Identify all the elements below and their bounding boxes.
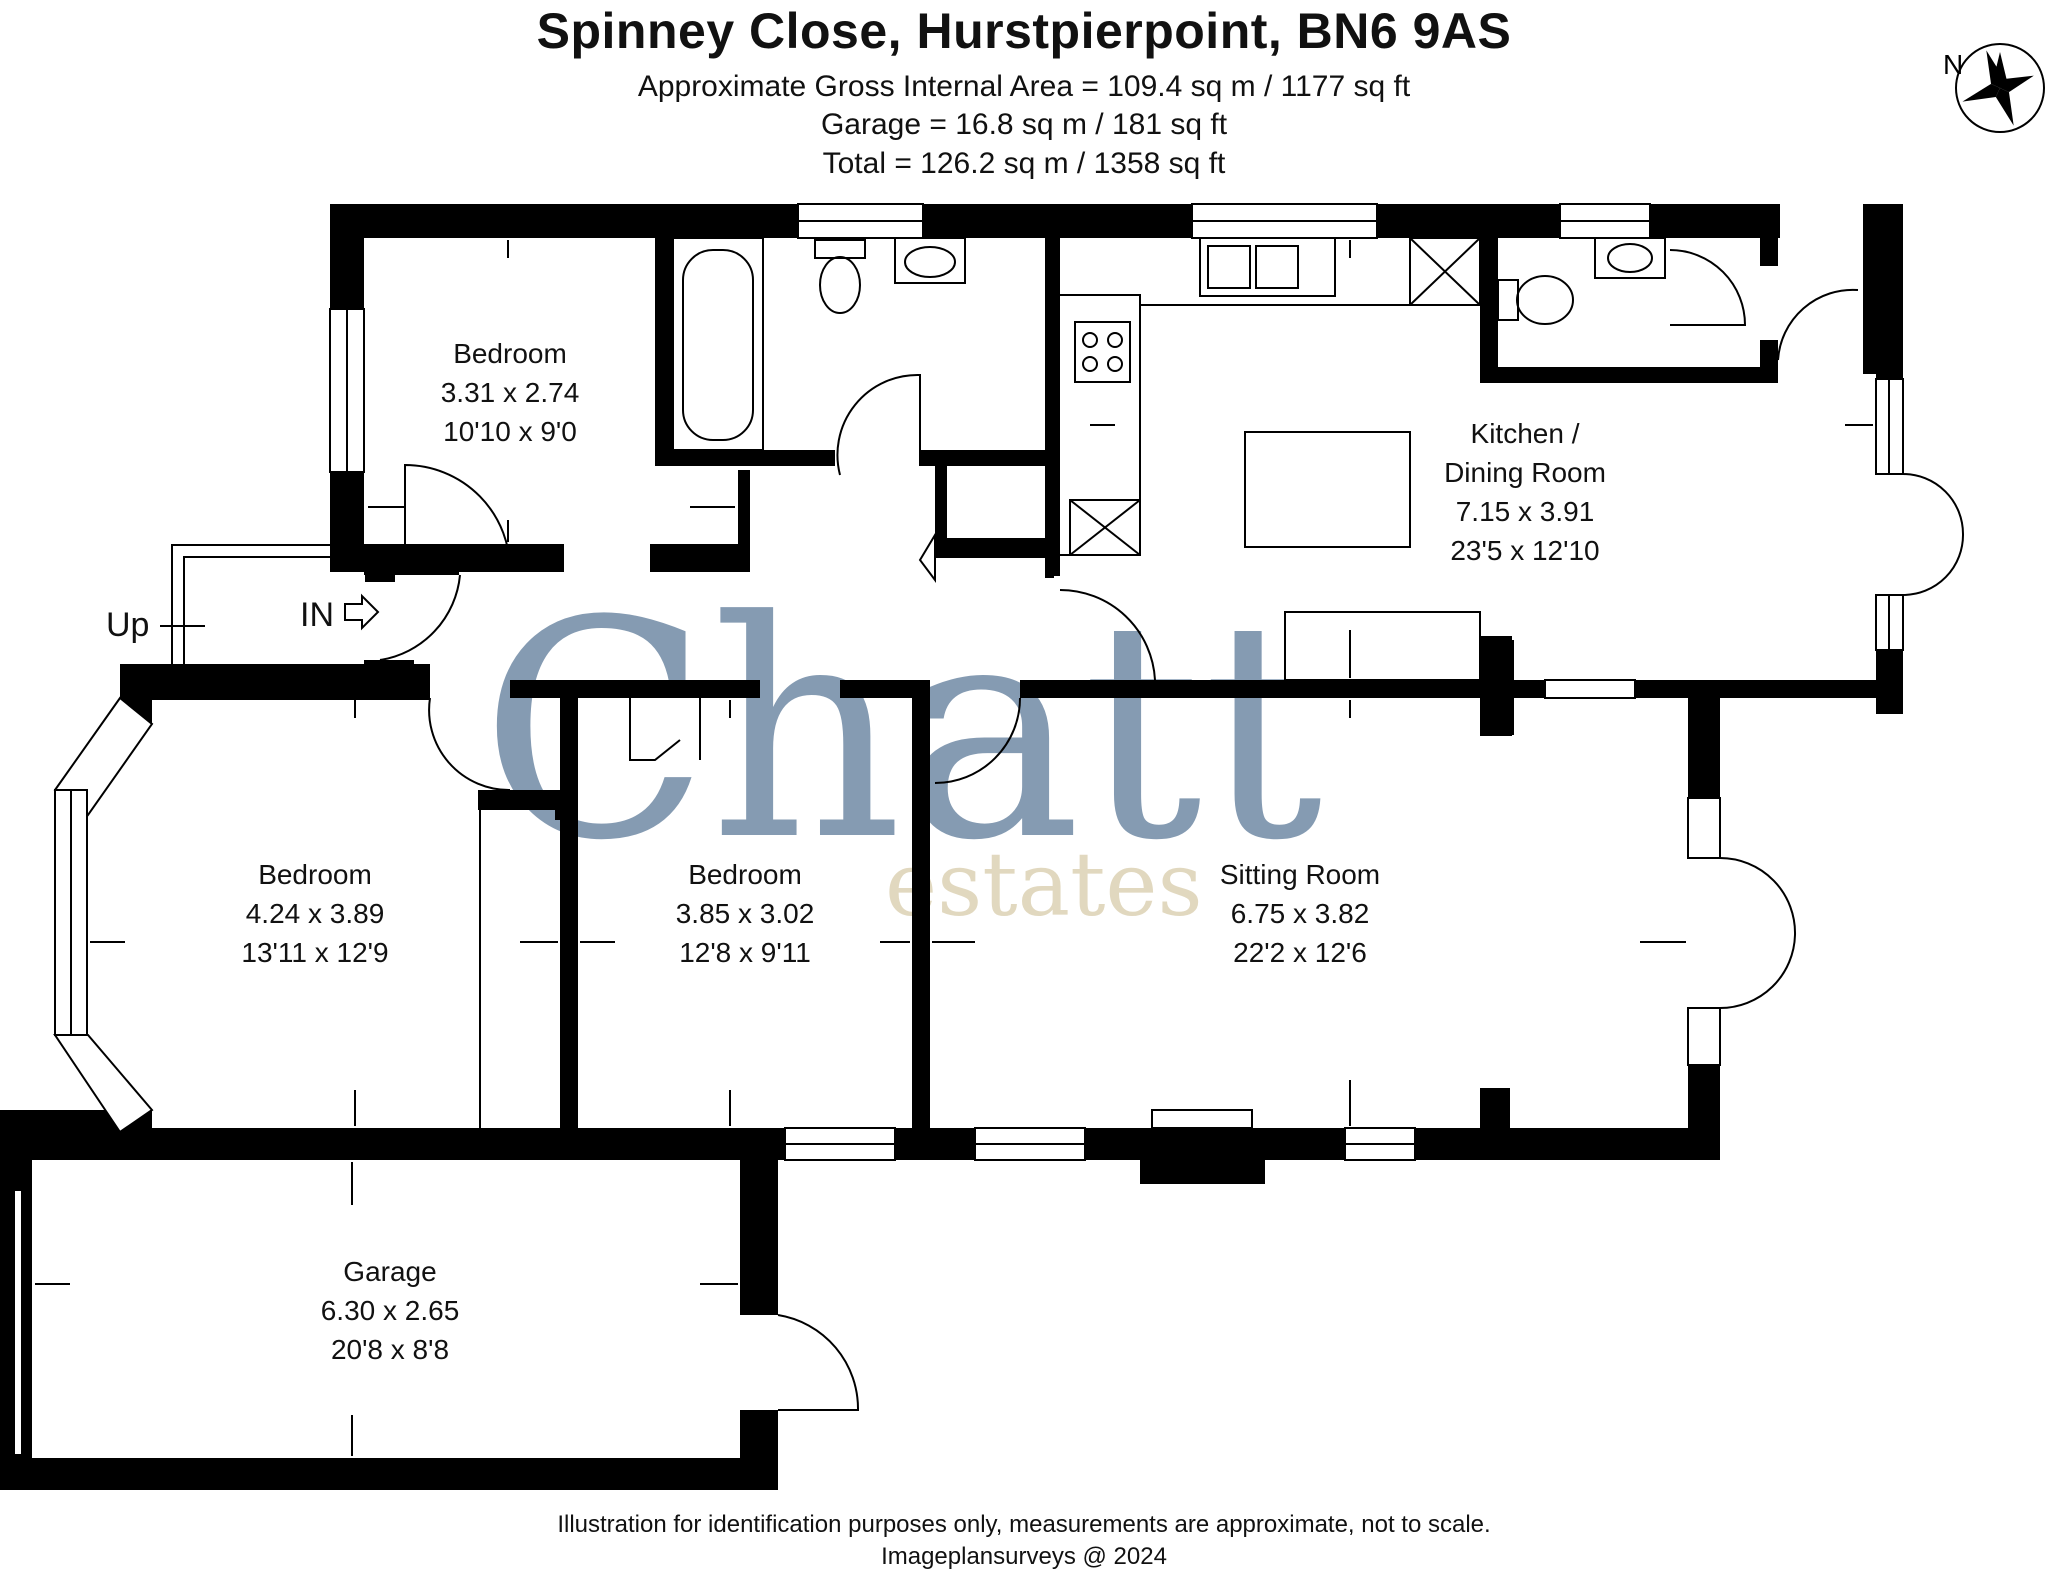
room-metric: 6.30 x 2.65: [320, 1295, 460, 1326]
dimension-markers: [35, 240, 1873, 1456]
room-imperial: 22'2 x 12'6: [1233, 937, 1367, 968]
garage-area: Garage = 16.8 sq m / 181 sq ft: [820, 108, 1228, 141]
total-area: Total = 126.2 sq m / 1358 sq ft: [822, 147, 1226, 180]
wc-basin-icon: [1594, 237, 1666, 279]
room-kitchen-dining: Kitchen / Dining Room 7.15 x 3.91 23'5 x…: [1405, 414, 1645, 570]
room-name: Bedroom: [453, 338, 567, 369]
wc-toilet-icon: [1516, 275, 1574, 325]
plan-title: Spinney Close, Hurstpierpoint, BN6 9AS: [536, 3, 1512, 59]
stairs-up-label: Up: [106, 606, 150, 644]
fixtures: [629, 237, 1666, 1129]
room-metric: 6.75 x 3.82: [1230, 898, 1370, 929]
room-name: Bedroom: [258, 859, 372, 890]
room-name: Kitchen /: [1470, 418, 1580, 449]
room-bedroom-mid: Bedroom 3.85 x 3.02 12'8 x 9'11: [635, 855, 855, 972]
room-name: Sitting Room: [1219, 859, 1381, 890]
room-imperial: 23'5 x 12'10: [1450, 535, 1600, 566]
room-metric: 3.31 x 2.74: [440, 377, 580, 408]
room-name: Bedroom: [688, 859, 802, 890]
room-imperial: 12'8 x 9'11: [679, 937, 811, 968]
gross-internal-area: Approximate Gross Internal Area = 109.4 …: [637, 70, 1411, 103]
watermark-sub: estates: [885, 833, 1203, 936]
watermark: Chatt estates: [480, 557, 1324, 936]
room-garage: Garage 6.30 x 2.65 20'8 x 8'8: [280, 1252, 500, 1369]
room-bedroom-left: Bedroom 4.24 x 3.89 13'11 x 12'9: [205, 855, 425, 972]
entrance-arrow-icon: [344, 593, 380, 631]
toilet-icon: [819, 256, 861, 314]
hob-icon: [1074, 321, 1131, 383]
entrance-label: IN: [300, 596, 334, 634]
doors: [379, 249, 1965, 1411]
sink-icon: [1199, 237, 1336, 297]
windows: [13, 203, 1904, 1456]
room-name-2: Dining Room: [1444, 457, 1606, 488]
hearth: [1151, 1109, 1253, 1129]
room-bedroom-top: Bedroom 3.31 x 2.74 10'10 x 9'0: [410, 334, 610, 451]
room-imperial: 13'11 x 12'9: [241, 937, 389, 968]
compass-label: N: [1943, 49, 1963, 80]
bath-icon: [672, 237, 764, 451]
island-table: [1244, 431, 1411, 548]
porch-outline: [171, 544, 330, 664]
basin-icon: [894, 237, 966, 284]
watermark-brand: Chatt: [480, 557, 1324, 906]
copyright: Imageplansurveys @ 2024: [881, 1543, 1167, 1570]
room-name: Garage: [343, 1256, 437, 1287]
room-imperial: 20'8 x 8'8: [330, 1334, 450, 1365]
disclaimer: Illustration for identification purposes…: [557, 1511, 1491, 1538]
room-sitting: Sitting Room 6.75 x 3.82 22'2 x 12'6: [1170, 855, 1430, 972]
room-imperial: 10'10 x 9'0: [443, 416, 577, 447]
room-metric: 7.15 x 3.91: [1455, 496, 1595, 527]
room-metric: 3.85 x 3.02: [675, 898, 815, 929]
compass-icon: [1955, 43, 2045, 133]
room-metric: 4.24 x 3.89: [245, 898, 385, 929]
